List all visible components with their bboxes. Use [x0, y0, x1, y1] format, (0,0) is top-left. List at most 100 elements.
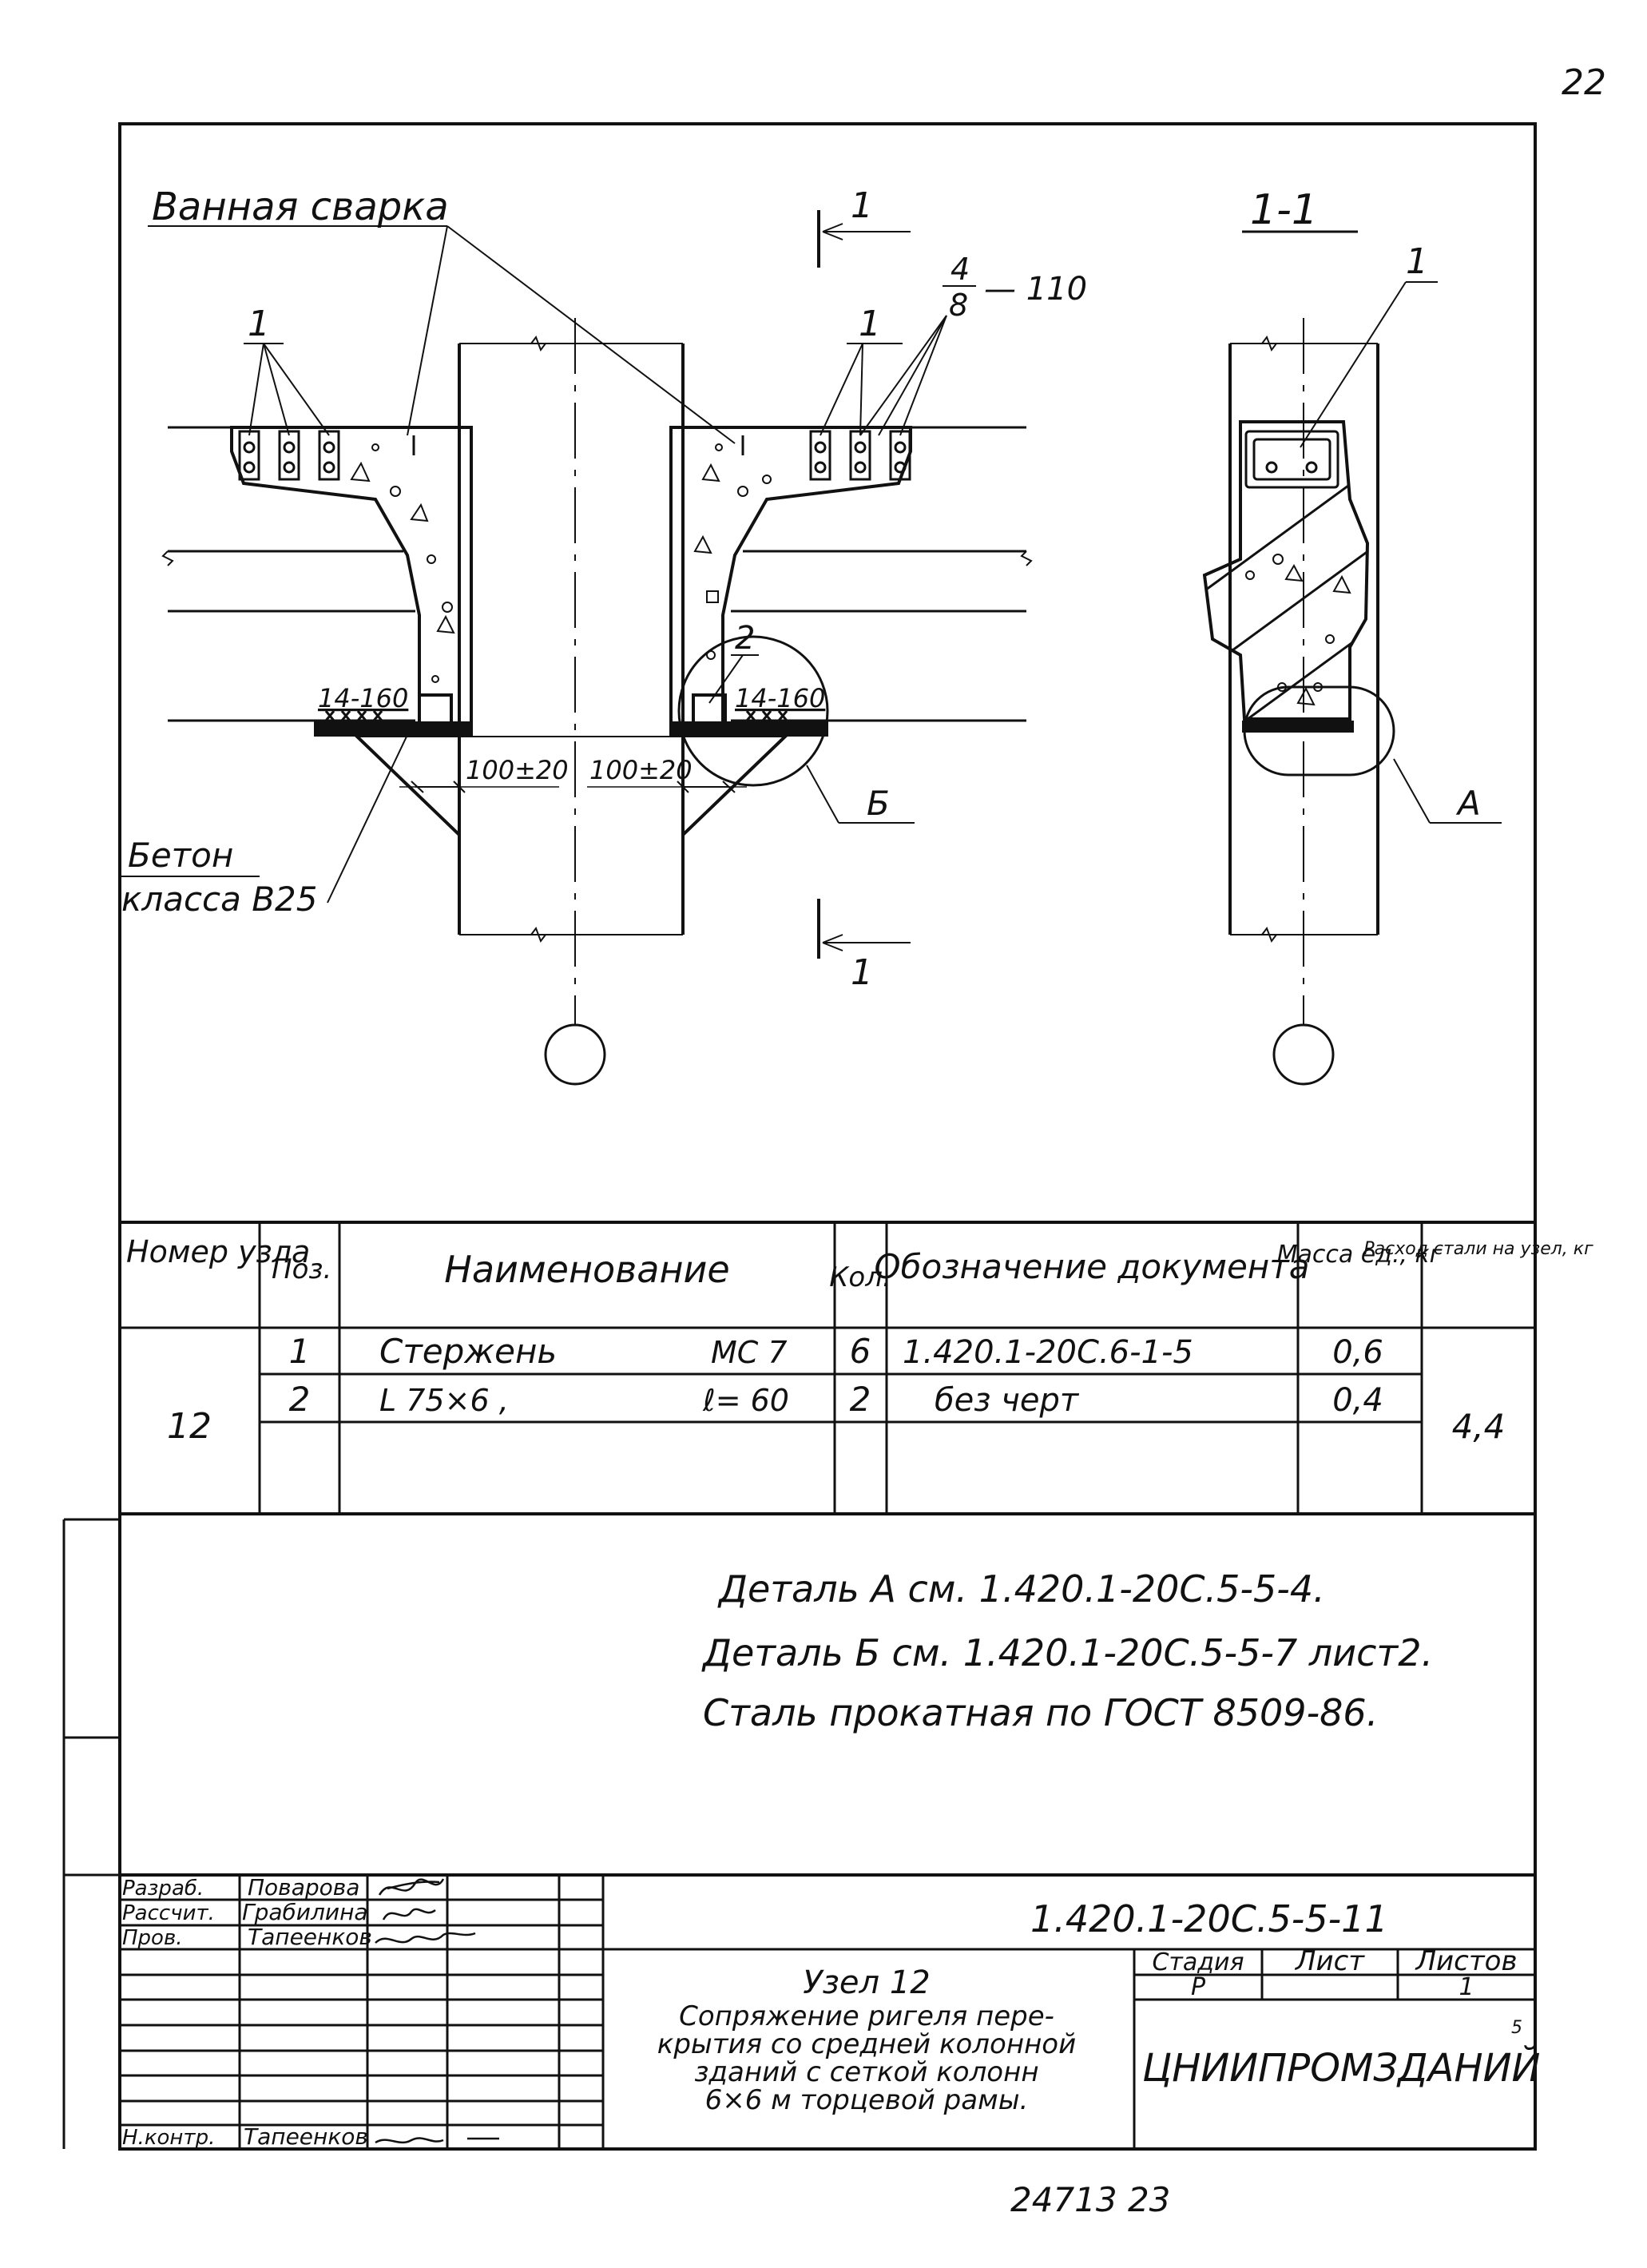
- concrete-fill-symbols: [350, 443, 772, 683]
- spec-row: 2 L 75×6 , ℓ= 60 2 без черт 0,4: [289, 1380, 1383, 1419]
- weld-length: — 110: [984, 271, 1087, 308]
- spec-table-grid: [120, 1221, 1535, 1515]
- title-block-grid: [120, 1873, 1535, 2149]
- header-node: Номер узла: [126, 1234, 310, 1269]
- title-line: Сопряжение ригеля пере-: [679, 2000, 1054, 2032]
- note-line: Сталь прокатная по ГОСТ 8509-86.: [703, 1691, 1378, 1734]
- dimension-right: 100±20: [589, 755, 693, 785]
- row-mark: МС 7: [711, 1335, 788, 1370]
- row-pos: 1: [289, 1332, 311, 1371]
- section-view-1-1: 1-1: [1202, 186, 1502, 1086]
- callout-1-right: [820, 285, 976, 436]
- column-outline: [458, 343, 685, 935]
- section-plate: [1242, 721, 1354, 733]
- section-cut-marks: [817, 210, 911, 959]
- column-corbel: [314, 693, 828, 935]
- detail-b-circle: [677, 635, 829, 787]
- stage-value: Р: [1191, 1973, 1206, 2001]
- detail-b-leader: [806, 765, 839, 824]
- role-label: Разраб.: [122, 1877, 204, 1901]
- steel-total: 4,4: [1452, 1407, 1506, 1446]
- row-doc: 1.420.1-20С.6-1-5: [903, 1334, 1193, 1371]
- row-pos: 2: [289, 1380, 311, 1419]
- section-stirrup: [1244, 430, 1339, 489]
- rebar-left: [238, 430, 415, 481]
- role-label: Н.контр.: [122, 2126, 215, 2150]
- footer-number: 24713 23: [1010, 2180, 1170, 2219]
- row-qty: 2: [850, 1380, 871, 1419]
- section-mark-top: 1: [851, 185, 873, 226]
- sheet-number: 22: [1562, 62, 1606, 103]
- note-line: Деталь Б см. 1.420.1-20С.5-5-7 лист2.: [701, 1631, 1433, 1674]
- organization: ЦНИИПРОМЗДАНИЙ: [1142, 2045, 1540, 2091]
- role-name: Тапеенков: [244, 2123, 368, 2150]
- section-break-marks: [1261, 335, 1277, 943]
- row-qty: 6: [850, 1332, 871, 1371]
- row-name: Стержень: [379, 1332, 557, 1371]
- role-label: Пров.: [122, 1926, 183, 1950]
- header-steel: Расход стали на узел, кг: [1363, 1239, 1593, 1259]
- title-line: зданий с сеткой колонн: [694, 2056, 1038, 2088]
- dimension-left: 100±20: [466, 755, 569, 785]
- section-mark-bottom: 1: [851, 952, 873, 993]
- header-qty: Кол.: [829, 1261, 891, 1293]
- title-line: 6×6 м торцевой рамы.: [705, 2084, 1029, 2116]
- organization-mark: 5: [1511, 2018, 1522, 2038]
- weld-fraction-bottom: 8: [949, 288, 968, 323]
- row-mass: 0,4: [1332, 1382, 1383, 1419]
- callout-1-right-label: 1: [859, 304, 881, 344]
- note-line: Деталь А см. 1.420.1-20С.5-5-4.: [717, 1567, 1325, 1611]
- callout-2-label: 2: [735, 620, 755, 657]
- header-pos: Поз.: [272, 1253, 331, 1285]
- binding-strip: [62, 1518, 120, 2149]
- sheet-frame: [118, 122, 1537, 2151]
- specification-table: Номер узла Поз. Наименование Кол. Обозна…: [120, 1221, 1593, 1515]
- row-name: L 75×6 ,: [379, 1383, 509, 1418]
- detail-a-label: А: [1455, 784, 1481, 823]
- notes: Деталь А см. 1.420.1-20С.5-5-4. Деталь Б…: [701, 1567, 1433, 1734]
- spec-row: 1 Стержень МС 7 6 1.420.1-20С.6-1-5 0,6: [289, 1332, 1383, 1371]
- weld-symbols: [324, 710, 788, 721]
- axis-bubble-left: [544, 1023, 606, 1086]
- sheet-label: Лист: [1294, 1945, 1365, 1977]
- header-doc: Обозначение документа: [875, 1247, 1310, 1286]
- concrete-label-leader: [327, 734, 408, 904]
- callout-1-left: [244, 343, 330, 436]
- sheets-label: Листов: [1414, 1945, 1517, 1977]
- row-mass: 0,6: [1332, 1334, 1383, 1371]
- header-name: Наименование: [444, 1248, 729, 1291]
- dimension-lines: [399, 780, 747, 793]
- concrete-label-line1: Бетон: [128, 836, 233, 875]
- row-doc: без черт: [935, 1382, 1080, 1419]
- beam-right: [683, 426, 1026, 722]
- sheets-value: 1: [1458, 1973, 1474, 2001]
- beam-left: [168, 426, 459, 722]
- section-hatch: [1204, 454, 1367, 719]
- weld-spec-right: 14-160: [735, 683, 825, 713]
- section-callout-1-label: 1: [1406, 241, 1428, 282]
- elevation-view: Ванная сварка 1 1 4 8 — 110 14-160 14-16…: [120, 185, 1087, 1086]
- section-title: 1-1: [1250, 186, 1318, 234]
- detail-a-outline: [1243, 685, 1395, 777]
- detail-b-label: Б: [867, 784, 890, 823]
- concrete-label-line2: класса В25: [121, 880, 317, 919]
- role-name: Поварова: [248, 1874, 359, 1901]
- header-mass: Масса ед., кг: [1277, 1241, 1443, 1269]
- detail-a-leader: [1393, 758, 1502, 824]
- rigel-cross-section: [1202, 420, 1370, 721]
- title-line: крытия со средней колонной: [657, 2028, 1076, 2060]
- node-number: 12: [167, 1406, 212, 1447]
- section-callout-1: [1300, 281, 1438, 448]
- label-bath-welding: Ванная сварка: [152, 185, 449, 229]
- weld-fraction-top: 4: [950, 252, 970, 287]
- callout-1-left-label: 1: [248, 304, 270, 344]
- axis-bubble-right: [1272, 1023, 1335, 1086]
- signatures: [375, 1878, 499, 2144]
- role-label: Рассчит.: [122, 1901, 215, 1925]
- role-name: Тапеенков: [248, 1924, 372, 1950]
- designation: 1.420.1-20С.5-5-11: [1030, 1897, 1388, 1940]
- weld-spec-left: 14-160: [318, 683, 408, 713]
- rebar-right: [741, 430, 911, 481]
